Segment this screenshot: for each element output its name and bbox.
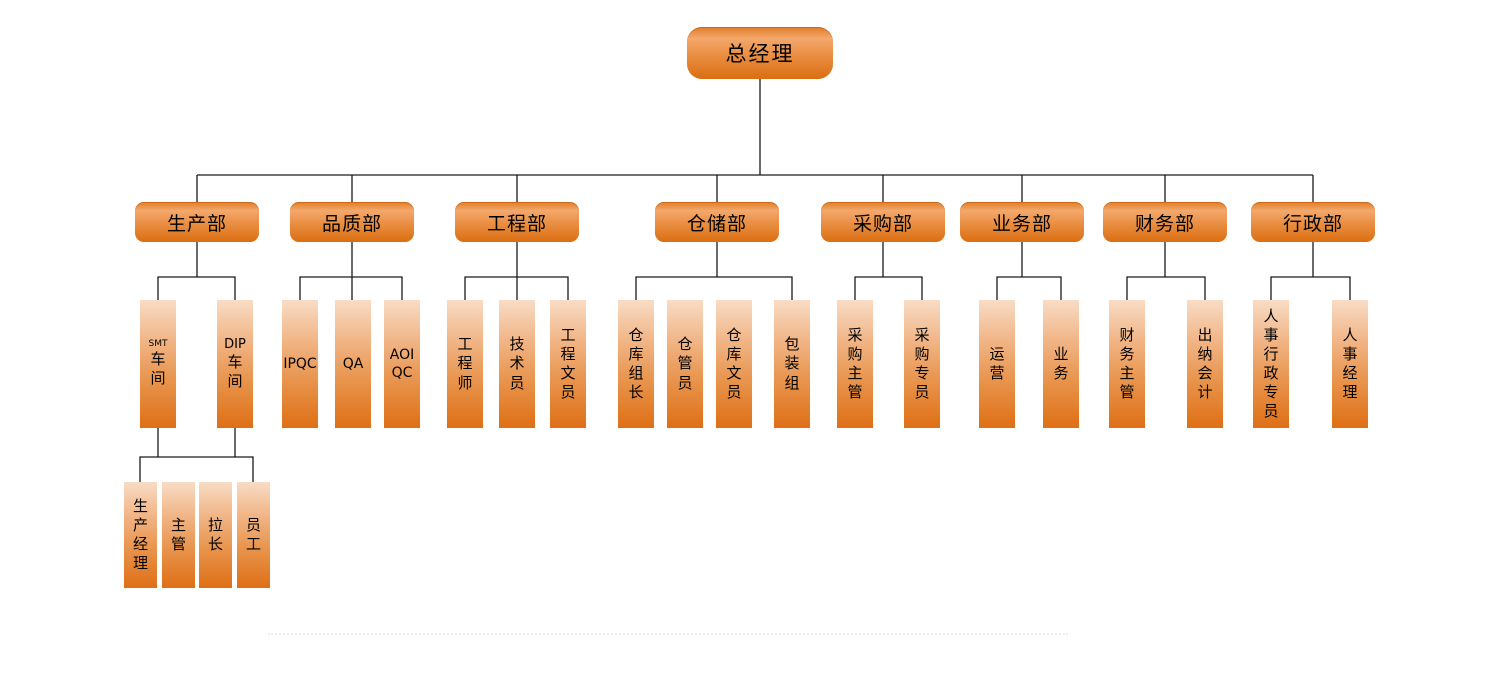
- node-hr-admin-specialist: 人 事 行 政 专 员: [1253, 300, 1289, 428]
- node-business-dept: 业务部: [960, 202, 1084, 242]
- node-finance-dept: 财务部: [1103, 202, 1227, 242]
- node-admin-dept: 行政部: [1251, 202, 1375, 242]
- node-engineer: 工 程 师: [447, 300, 483, 428]
- node-ipqc: IPQC: [282, 300, 318, 428]
- node-label: 业务部: [991, 212, 1052, 235]
- connector-path: [139, 79, 1351, 482]
- node-cashier-accountant: 出 纳 会 计: [1187, 300, 1223, 428]
- node-label: 人 事 经 理: [1342, 325, 1358, 402]
- node-label: 仓储部: [686, 212, 747, 235]
- node-hr-manager: 人 事 经 理: [1332, 300, 1368, 428]
- node-label: 工程部: [486, 212, 547, 235]
- node-label: 仓 库 文 员: [726, 325, 742, 402]
- node-label: 业 务: [1053, 344, 1069, 382]
- node-purchasing-supervisor: 采 购 主 管: [837, 300, 873, 428]
- node-general-manager: 总经理: [687, 27, 833, 79]
- node-operations: 运 营: [979, 300, 1015, 428]
- node-aoi-qc: AOI QC: [384, 300, 420, 428]
- node-qa: QA: [335, 300, 371, 428]
- node-label: 采 购 主 管: [847, 325, 863, 402]
- node-smt-workshop: SMT 车 间: [140, 300, 176, 428]
- node-warehouse-clerk: 仓 库 文 员: [716, 300, 752, 428]
- node-finance-supervisor: 财 务 主 管: [1109, 300, 1145, 428]
- node-production-dept: 生产部: [135, 202, 259, 242]
- node-label: 员 工: [245, 515, 261, 553]
- node-label: 财 务 主 管: [1119, 325, 1135, 402]
- node-label-latin: SMT: [148, 339, 168, 349]
- node-production-manager: 生 产 经 理: [124, 482, 157, 588]
- node-warehouse-keeper: 仓 管 员: [667, 300, 703, 428]
- node-technician: 技 术 员: [499, 300, 535, 428]
- node-label: 行政部: [1282, 212, 1343, 235]
- node-label: IPQC: [283, 355, 317, 372]
- node-label: 出 纳 会 计: [1197, 325, 1213, 402]
- node-line-leader: 拉 长: [199, 482, 232, 588]
- node-dip-workshop: DIP 车 间: [217, 300, 253, 428]
- node-warehouse-dept: 仓储部: [655, 202, 779, 242]
- node-label: AOI QC: [389, 346, 415, 381]
- node-packing-team: 包 装 组: [774, 300, 810, 428]
- node-label: 车 间: [150, 349, 166, 387]
- node-label: 人 事 行 政 专 员: [1263, 306, 1279, 421]
- node-label: 工 程 文 员: [560, 325, 576, 402]
- node-supervisor: 主 管: [162, 482, 195, 588]
- faint-dotted-line: [268, 633, 1068, 635]
- node-label: 运 营: [989, 344, 1005, 382]
- node-label: 采 购 专 员: [914, 325, 930, 402]
- node-label: 总经理: [725, 42, 795, 66]
- node-purchasing-specialist: 采 购 专 员: [904, 300, 940, 428]
- node-label: 包 装 组: [784, 335, 800, 392]
- node-label: 生 产 经 理: [132, 496, 148, 573]
- node-label: 仓 管 员: [677, 335, 693, 392]
- node-engineering-dept: 工程部: [455, 202, 579, 242]
- node-label: 工 程 师: [457, 335, 473, 392]
- node-worker: 员 工: [237, 482, 270, 588]
- node-label: 仓 库 组 长: [628, 325, 644, 402]
- node-label: QA: [342, 355, 364, 372]
- node-business: 业 务: [1043, 300, 1079, 428]
- node-engineering-clerk: 工 程 文 员: [550, 300, 586, 428]
- node-label: 生产部: [166, 212, 227, 235]
- node-label-latin: DIP: [224, 337, 246, 353]
- node-label: 拉 长: [207, 515, 223, 553]
- node-purchasing-dept: 采购部: [821, 202, 945, 242]
- node-label: 技 术 员: [509, 335, 525, 392]
- node-label: 主 管: [170, 515, 186, 553]
- node-warehouse-team-leader: 仓 库 组 长: [618, 300, 654, 428]
- node-label: 财务部: [1134, 212, 1195, 235]
- node-label: 采购部: [852, 212, 913, 235]
- node-label: 品质部: [321, 212, 382, 235]
- node-quality-dept: 品质部: [290, 202, 414, 242]
- node-label: 车 间: [227, 352, 243, 390]
